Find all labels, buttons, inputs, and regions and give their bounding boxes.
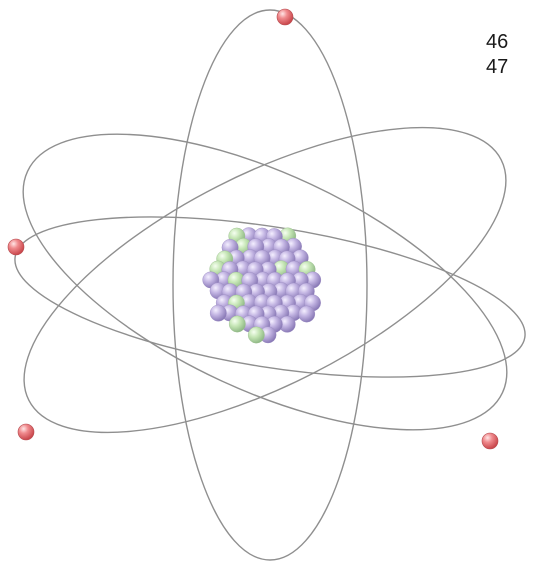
electron-bottom-right bbox=[482, 433, 498, 449]
electron-bottom-left bbox=[18, 424, 34, 440]
page-number-right: 47 bbox=[486, 55, 508, 80]
proton-sphere bbox=[299, 306, 315, 322]
neutron-sphere bbox=[229, 316, 245, 332]
electron-top bbox=[277, 9, 293, 25]
proton-sphere bbox=[210, 305, 226, 321]
page-numbers: 46 47 bbox=[486, 30, 508, 80]
neutron-sphere bbox=[248, 327, 264, 343]
page-number-left: 46 bbox=[486, 30, 508, 55]
electron-left bbox=[8, 239, 24, 255]
nucleus bbox=[203, 228, 321, 344]
